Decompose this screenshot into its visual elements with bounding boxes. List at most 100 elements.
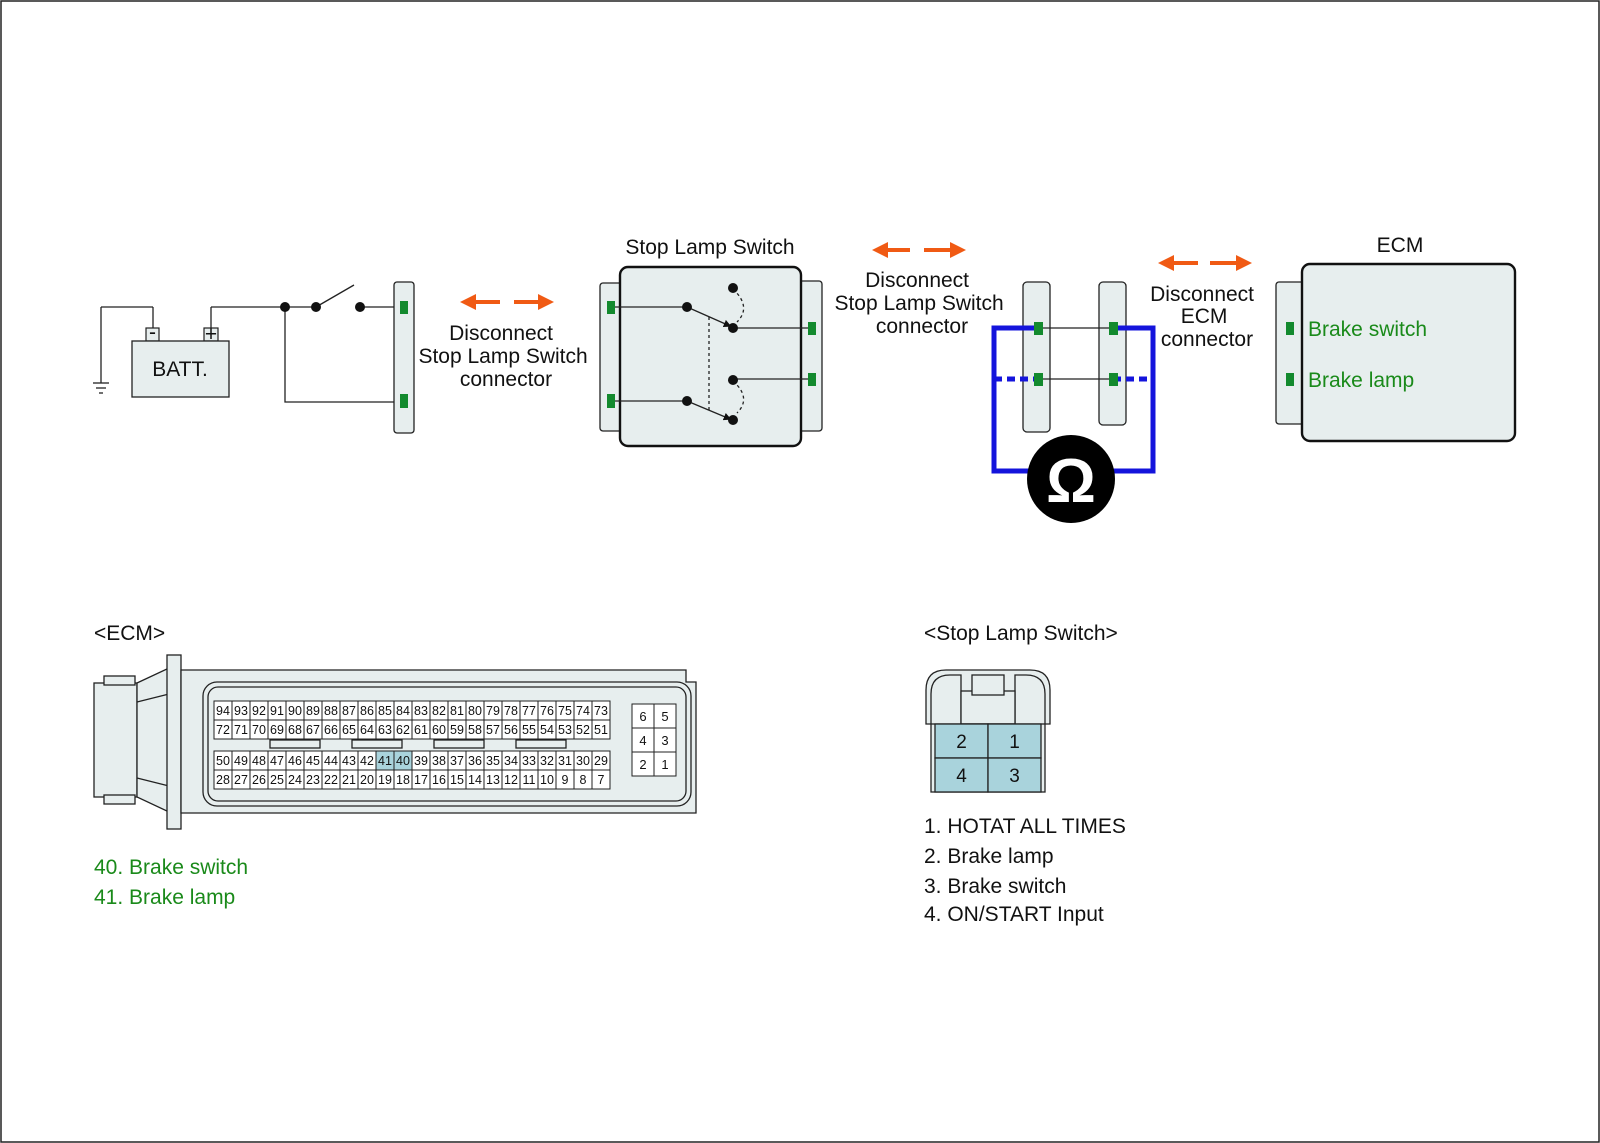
ecm-pin-28: 28 [216,773,230,787]
ecm-pin-20: 20 [360,773,374,787]
ecm-pin-73: 73 [594,704,608,718]
ecm-pin-94: 94 [216,704,230,718]
ecm-pin-85: 85 [378,704,392,718]
slsw-pin-cell [987,723,1042,759]
disconnect-2-line-1: Disconnect [865,269,969,292]
slsw-legend-4: 4. ON/START Input [924,903,1104,926]
ecm-pin-49: 49 [234,754,248,768]
ecm-pin-60: 60 [432,723,446,737]
ecm-side-pin-cell [653,751,677,777]
slsw-pin-2: 2 [956,732,967,753]
ecm-pin-74: 74 [576,704,590,718]
ecm-pin-21: 21 [342,773,356,787]
ecm-pin-53: 53 [558,723,572,737]
ecm-pin-23: 23 [306,773,320,787]
slsw-contacts [682,283,738,425]
harness-connector-left [393,281,415,434]
ecm-pin-15: 15 [450,773,464,787]
slsw-terminal-1 [607,301,615,314]
disconnect-2-line-3: connector [876,315,968,338]
ecm-pin-78: 78 [504,704,518,718]
ecm-pin-1: 1 [661,757,668,772]
ecm-pin-88: 88 [324,704,338,718]
ecm-pin-36: 36 [468,754,482,768]
ecm-pin-41: 41 [378,754,392,768]
ecm-pin-92: 92 [252,704,266,718]
ecm-terminal-brake-switch [1286,322,1294,335]
ecm-pin-14: 14 [468,773,482,787]
measure-wires [1038,327,1113,380]
ecm-pin-10: 10 [540,773,554,787]
ecm-pin-82: 82 [432,704,446,718]
disconnect-2-line-2: Stop Lamp Switch [834,292,1003,315]
slsw-pin-4: 4 [956,766,967,787]
ecm-pin-65: 65 [342,723,356,737]
ecm-pin-58: 58 [468,723,482,737]
ecm-pin-25: 25 [270,773,284,787]
ecm-pin-48: 48 [252,754,266,768]
disconnect-arrows-3 [1158,255,1252,271]
ecm-pin-89: 89 [306,704,320,718]
ecm-pin-16: 16 [432,773,446,787]
ecm-pin-7: 7 [598,773,605,787]
ecm-pin-64: 64 [360,723,374,737]
ecm-pin-43: 43 [342,754,356,768]
ecm-pin-27: 27 [234,773,248,787]
ecm-pin-70: 70 [252,723,266,737]
ecm-pin-46: 46 [288,754,302,768]
ecm-pin-50: 50 [216,754,230,768]
disconnect-arrows-2 [872,242,966,258]
ecm-pin-11: 11 [523,773,536,787]
measure-terminal-2 [1034,373,1043,386]
ecm-pin-33: 33 [522,754,536,768]
disconnect-1-line-2: Stop Lamp Switch [418,345,587,368]
terminal-left-lower [400,394,408,408]
disconnect-label-2: Disconnect Stop Lamp Switch connector [834,269,1009,338]
measure-connector-right [1098,281,1127,426]
ecm-pin-47: 47 [270,754,284,768]
ecm-pin-34: 34 [504,754,518,768]
ecm-pin-22: 22 [324,773,338,787]
ohmmeter-icon: Ω [1027,435,1115,523]
ecm-connector-title: <ECM> [94,622,165,645]
ecm-pin-5: 5 [661,709,668,724]
ecm-pin-39: 39 [414,754,428,768]
slsw-internal-wiring [615,288,808,421]
battery-feed-wires [211,284,404,403]
ecm-pin-30: 30 [576,754,590,768]
slsw-pin-1: 1 [1009,732,1020,753]
ecm-pin-4: 4 [639,733,646,748]
ecm-pin-66: 66 [324,723,338,737]
ecm-pin-17: 17 [414,773,428,787]
disconnect-label-1: Disconnect Stop Lamp Switch connector [418,322,593,391]
disconnect-3-line-1: Disconnect [1150,283,1254,306]
slsw-connector-title: <Stop Lamp Switch> [924,622,1118,645]
disconnect-label-3: Disconnect ECM connector [1150,283,1260,351]
ecm-pin-76: 76 [540,704,554,718]
disconnect-arrows-1 [460,294,554,310]
ecm-pin-57: 57 [486,723,500,737]
ecm-pin-86: 86 [360,704,374,718]
ecm-pin-38: 38 [432,754,446,768]
ecm-pin-84: 84 [396,704,410,718]
ecm-pin-52: 52 [576,723,590,737]
ecm-pin-13: 13 [486,773,500,787]
measure-terminal-4 [1109,373,1118,386]
ecm-terminal-brake-lamp [1286,373,1294,386]
stop-lamp-switch-title: Stop Lamp Switch [625,236,794,259]
ecm-pin-81: 81 [450,704,464,718]
ecm-pin-3: 3 [661,733,668,748]
ecm-pin-19: 19 [378,773,392,787]
ecm-pin-18: 18 [396,773,410,787]
ecm-pin-72: 72 [216,723,230,737]
ecm-pin-32: 32 [540,754,554,768]
ecm-pin-71: 71 [234,723,248,737]
ecm-pin-87: 87 [342,704,356,718]
ecm-pin-62: 62 [396,723,410,737]
ecm-pin-69: 69 [270,723,284,737]
ecm-pin-83: 83 [414,704,428,718]
